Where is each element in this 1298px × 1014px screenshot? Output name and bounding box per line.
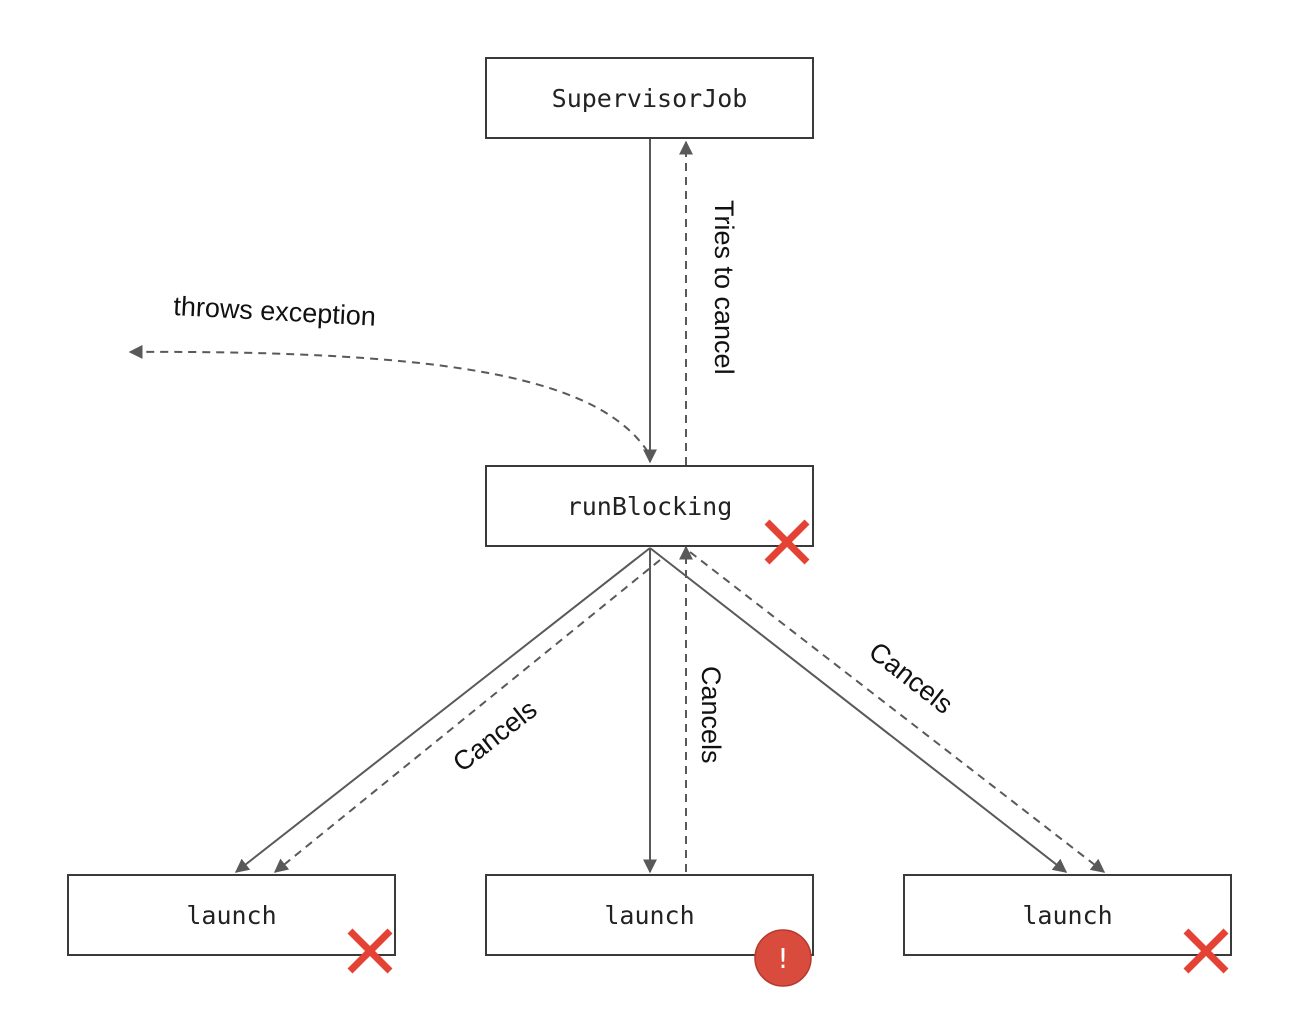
- node-launch-left: launch: [67, 874, 396, 956]
- node-launch-right-label: launch: [1022, 901, 1112, 930]
- node-supervisor-job-box: [485, 57, 814, 139]
- cancelled-x-icon-launch-right: [1183, 928, 1229, 974]
- label-cancels-right: Cancels: [863, 636, 958, 720]
- edge-throws-exception: [128, 344, 649, 453]
- edge-runblocking-to-launch-right: [649, 547, 1068, 873]
- node-launch-middle-label: launch: [604, 901, 694, 930]
- exception-warning-circle: [754, 929, 812, 987]
- node-run-blocking: runBlocking: [485, 465, 814, 547]
- edge-cancels-launch-right: [689, 551, 1106, 873]
- node-launch-left-label: launch: [186, 901, 276, 930]
- label-throws-exception: throws exception: [173, 291, 377, 332]
- node-launch-middle: launch: [485, 874, 814, 956]
- label-tries-to-cancel: Tries to cancel: [709, 200, 739, 375]
- label-cancels-left: Cancels: [447, 694, 542, 778]
- cancelled-x-icon-launch-left: [347, 928, 393, 974]
- node-run-blocking-label: runBlocking: [567, 492, 733, 521]
- edge-cancels-launch-left: [273, 559, 661, 873]
- node-launch-middle-box: [485, 874, 814, 956]
- edge-runblocking-to-launch-left: [234, 547, 651, 873]
- exception-warning-icon: !: [754, 929, 812, 987]
- node-launch-right: launch: [903, 874, 1232, 956]
- node-launch-right-box: [903, 874, 1232, 956]
- exception-warning-glyph: !: [777, 942, 788, 975]
- node-supervisor-job-label: SupervisorJob: [552, 84, 748, 113]
- node-supervisor-job: SupervisorJob: [485, 57, 814, 139]
- node-run-blocking-box: [485, 465, 814, 547]
- label-cancels-middle: Cancels: [696, 666, 726, 764]
- cancelled-x-icon-runblocking: [764, 519, 810, 565]
- node-launch-left-box: [67, 874, 396, 956]
